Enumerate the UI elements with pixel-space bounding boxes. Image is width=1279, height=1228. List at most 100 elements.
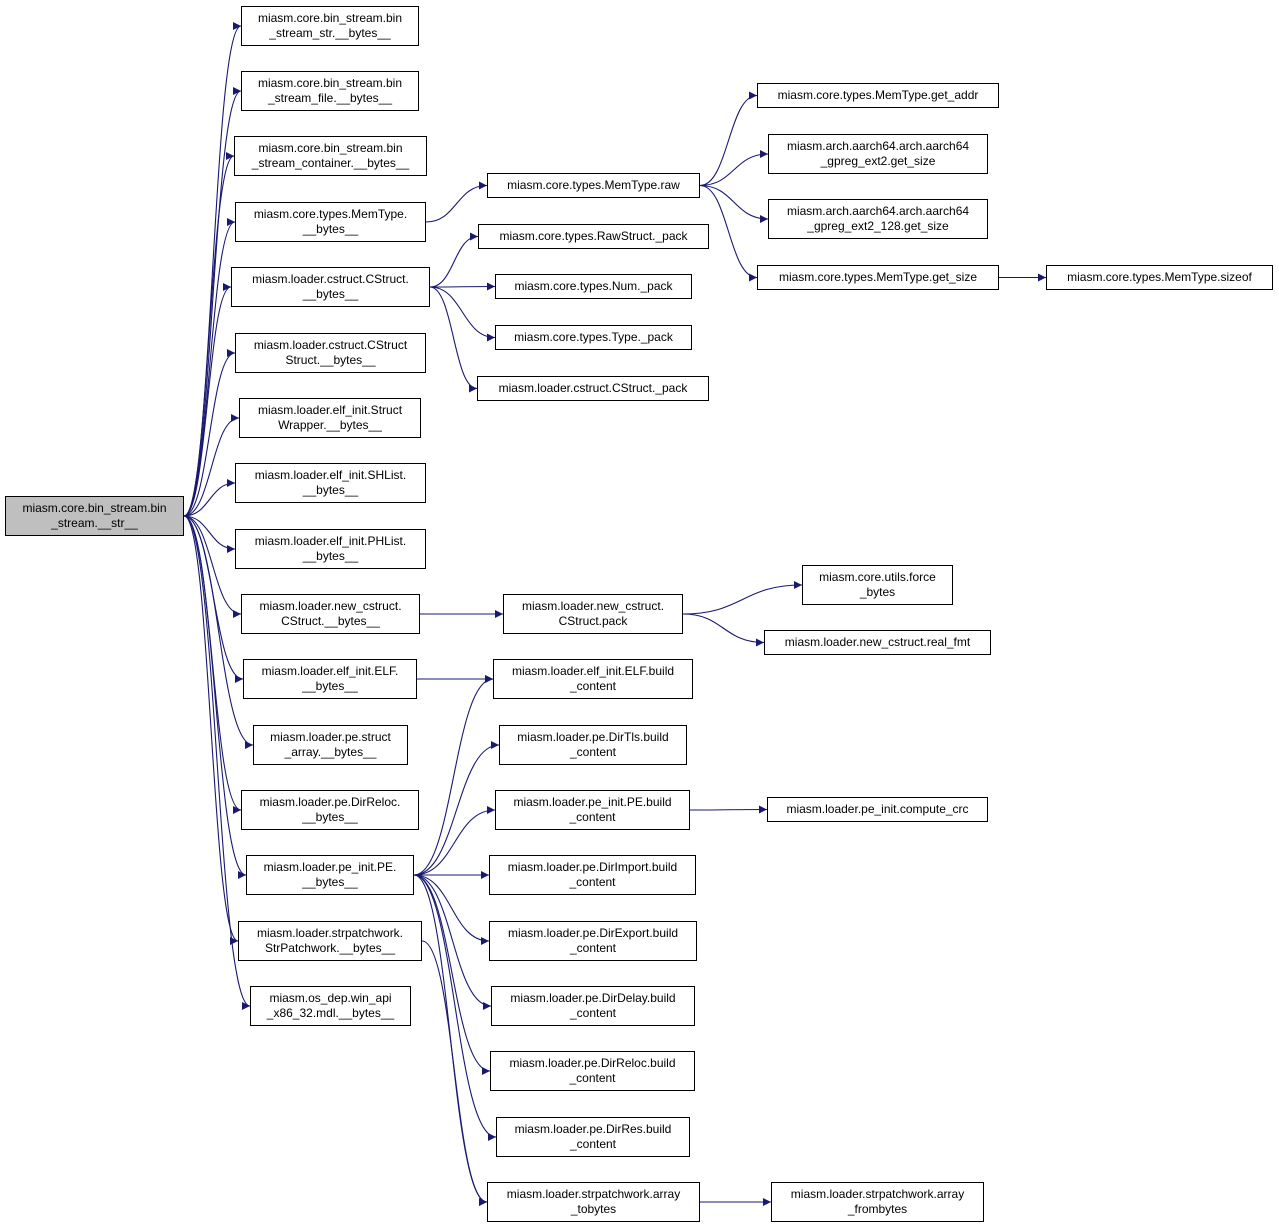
node-label-line: miasm.core.types.MemType.get_size bbox=[778, 270, 978, 284]
node-label-line: StrPatchwork.__bytes__ bbox=[264, 941, 396, 955]
edge-root-to-structwrapper_bytes bbox=[183, 414, 240, 517]
edge-root-to-newcstruct_bytes bbox=[183, 515, 242, 618]
edge-pe_build-to-compute_crc bbox=[689, 805, 768, 814]
node-label-line: miasm.loader.elf_init.ELF.build bbox=[511, 664, 675, 678]
node-label-line: __bytes__ bbox=[302, 549, 359, 563]
node-label-line: miasm.core.utils.force bbox=[819, 570, 936, 584]
edge-strpatch_bytes-to-array_tobytes bbox=[421, 940, 488, 1206]
graph-node-strpatch-bytes[interactable]: miasm.loader.strpatchwork.StrPatchwork._… bbox=[238, 921, 422, 961]
graph-node-phlist-bytes[interactable]: miasm.loader.elf_init.PHList.__bytes__ bbox=[235, 529, 426, 569]
graph-node-cstruct-pack[interactable]: miasm.loader.cstruct.CStruct._pack bbox=[477, 376, 709, 401]
node-label-line: miasm.loader.strpatchwork. bbox=[256, 926, 404, 940]
graph-node-mdl-bytes[interactable]: miasm.os_dep.win_api_x86_32.mdl.__bytes_… bbox=[250, 986, 411, 1026]
edge-memtype_raw-to-get_addr bbox=[699, 91, 758, 187]
edge-newcstruct_pack-to-real_fmt bbox=[682, 613, 765, 647]
node-label-line: Struct.__bytes__ bbox=[285, 353, 376, 367]
graph-node-newcstruct-pack[interactable]: miasm.loader.new_cstruct.CStruct.pack bbox=[503, 594, 683, 634]
edge-memtype_raw-to-ext2_getsize bbox=[699, 150, 769, 187]
node-label-line: _stream_str.__bytes__ bbox=[269, 26, 391, 40]
node-label-line: __bytes__ bbox=[302, 810, 358, 824]
node-label-line: __bytes__ bbox=[302, 875, 358, 889]
graph-node-cstruct-bytes[interactable]: miasm.loader.cstruct.CStruct.__bytes__ bbox=[231, 267, 430, 307]
node-label-line: Wrapper.__bytes__ bbox=[278, 418, 382, 432]
node-label-line: miasm.arch.aarch64.arch.aarch64 bbox=[786, 204, 970, 218]
graph-node-real-fmt[interactable]: miasm.loader.new_cstruct.real_fmt bbox=[764, 630, 991, 655]
node-label-line: miasm.loader.new_cstruct.real_fmt bbox=[784, 635, 971, 649]
node-label-line: miasm.loader.elf_init.PHList. bbox=[254, 534, 407, 548]
node-label-line: miasm.core.types.Num._pack bbox=[514, 279, 673, 293]
edge-memtype_bytes-to-memtype_raw bbox=[425, 181, 488, 223]
node-label-line: miasm.loader.pe_init.compute_crc bbox=[786, 802, 969, 816]
graph-node-bs-container[interactable]: miasm.core.bin_stream.bin_stream_contain… bbox=[234, 136, 427, 176]
graph-node-rawstruct-pack[interactable]: miasm.core.types.RawStruct._pack bbox=[478, 224, 709, 249]
edge-pe_bytes-to-dirdelay_build bbox=[413, 874, 492, 1010]
edge-pe_bytes-to-pe_build bbox=[413, 806, 496, 876]
node-label-line: miasm.loader.pe_init.PE. bbox=[263, 860, 397, 874]
graph-node-memtype-getsize[interactable]: miasm.core.types.MemType.get_size bbox=[757, 265, 999, 290]
edge-memtype_raw-to-memtype_getsize bbox=[699, 184, 758, 282]
node-label-line: miasm.core.bin_stream.bin bbox=[257, 76, 403, 90]
node-label-line: miasm.loader.pe.DirRes.build bbox=[514, 1122, 672, 1136]
graph-node-sizeof[interactable]: miasm.core.types.MemType.sizeof bbox=[1046, 265, 1273, 290]
graph-node-structarray-bytes[interactable]: miasm.loader.pe.struct_array.__bytes__ bbox=[253, 725, 408, 765]
node-label-line: miasm.core.types.MemType.get_addr bbox=[777, 88, 979, 102]
graph-node-shlist-bytes[interactable]: miasm.loader.elf_init.SHList.__bytes__ bbox=[235, 463, 426, 503]
edge-root-to-shlist_bytes bbox=[183, 479, 236, 517]
edge-pe_bytes-to-direxport_build bbox=[413, 874, 490, 945]
graph-node-newcstruct-bytes[interactable]: miasm.loader.new_cstruct.CStruct.__bytes… bbox=[241, 594, 420, 634]
graph-node-bs-file[interactable]: miasm.core.bin_stream.bin_stream_file.__… bbox=[241, 71, 419, 111]
edge-root-to-strpatch_bytes bbox=[183, 515, 239, 945]
graph-node-dirtls-build[interactable]: miasm.loader.pe.DirTls.build_content bbox=[499, 725, 687, 765]
node-label-line: _frombytes bbox=[847, 1202, 908, 1216]
graph-node-ext2-getsize[interactable]: miasm.arch.aarch64.arch.aarch64_gpreg_ex… bbox=[768, 134, 988, 174]
graph-node-type-pack[interactable]: miasm.core.types.Type._pack bbox=[495, 325, 692, 350]
node-label-line: miasm.loader.cstruct.CStruct. bbox=[252, 272, 409, 286]
graph-node-dirdelay-build[interactable]: miasm.loader.pe.DirDelay.build_content bbox=[491, 986, 695, 1026]
node-label-line: miasm.loader.new_cstruct. bbox=[259, 599, 402, 613]
graph-node-dirreloc-build[interactable]: miasm.loader.pe.DirReloc.build_content bbox=[490, 1051, 695, 1091]
edge-cstruct_bytes-to-cstruct_pack bbox=[429, 286, 478, 393]
node-label-line: _gpreg_ext2.get_size bbox=[820, 154, 936, 168]
graph-node-num-pack[interactable]: miasm.core.types.Num._pack bbox=[495, 274, 692, 299]
node-label-line: miasm.loader.strpatchwork.array bbox=[790, 1187, 965, 1201]
edge-root-to-bs_file bbox=[183, 87, 242, 517]
edge-root-to-cstructstruct_bytes bbox=[183, 349, 236, 517]
graph-node-bs-str[interactable]: miasm.core.bin_stream.bin_stream_str.__b… bbox=[241, 6, 419, 46]
graph-node-force-bytes[interactable]: miasm.core.utils.force_bytes bbox=[802, 565, 953, 605]
node-label-line: miasm.loader.pe.struct bbox=[270, 730, 391, 744]
graph-node-memtype-bytes[interactable]: miasm.core.types.MemType.__bytes__ bbox=[235, 202, 426, 242]
edge-root-to-cstruct_bytes bbox=[183, 283, 232, 517]
node-label-line: _content bbox=[569, 1006, 617, 1020]
graph-node-ext2-128-getsize[interactable]: miasm.arch.aarch64.arch.aarch64_gpreg_ex… bbox=[768, 199, 988, 239]
graph-node-array-frombytes[interactable]: miasm.loader.strpatchwork.array_frombyte… bbox=[771, 1182, 984, 1222]
node-label-line: _x86_32.mdl.__bytes__ bbox=[266, 1006, 395, 1020]
graph-node-array-tobytes[interactable]: miasm.loader.strpatchwork.array_tobytes bbox=[487, 1182, 700, 1222]
edge-pe_bytes-to-elf_build bbox=[413, 675, 494, 876]
node-label-line: _content bbox=[569, 679, 617, 693]
node-label-line: miasm.loader.elf_init.ELF. bbox=[261, 664, 399, 678]
node-label-line: __bytes__ bbox=[302, 287, 359, 301]
graph-node-memtype-raw[interactable]: miasm.core.types.MemType.raw bbox=[487, 173, 700, 198]
graph-node-dirres-build[interactable]: miasm.loader.pe.DirRes.build_content bbox=[496, 1117, 690, 1157]
graph-node-dirimport-build[interactable]: miasm.loader.pe.DirImport.build_content bbox=[489, 855, 696, 895]
edge-root-to-memtype_bytes bbox=[183, 218, 236, 517]
edge-memtype_raw-to-ext2_128_getsize bbox=[699, 184, 769, 223]
graph-node-elf-build[interactable]: miasm.loader.elf_init.ELF.build_content bbox=[493, 659, 693, 699]
graph-node-direxport-build[interactable]: miasm.loader.pe.DirExport.build_content bbox=[489, 921, 697, 961]
graph-node-get-addr[interactable]: miasm.core.types.MemType.get_addr bbox=[757, 83, 999, 108]
node-label-line: miasm.core.types.Type._pack bbox=[514, 330, 673, 344]
graph-node-pe-build[interactable]: miasm.loader.pe_init.PE.build_content bbox=[495, 790, 690, 830]
graph-node-dirreloc-bytes[interactable]: miasm.loader.pe.DirReloc.__bytes__ bbox=[241, 790, 419, 830]
node-label-line: miasm.core.types.MemType. bbox=[253, 207, 408, 221]
node-label-line: _content bbox=[569, 941, 617, 955]
graph-node-elf-bytes[interactable]: miasm.loader.elf_init.ELF.__bytes__ bbox=[243, 659, 417, 699]
node-label-line: _tobytes bbox=[570, 1202, 617, 1216]
node-label-line: miasm.arch.aarch64.arch.aarch64 bbox=[786, 139, 970, 153]
graph-node-pe-bytes[interactable]: miasm.loader.pe_init.PE.__bytes__ bbox=[246, 855, 414, 895]
graph-node-compute-crc[interactable]: miasm.loader.pe_init.compute_crc bbox=[767, 797, 988, 822]
node-label-line: miasm.loader.elf_init.Struct bbox=[257, 403, 403, 417]
